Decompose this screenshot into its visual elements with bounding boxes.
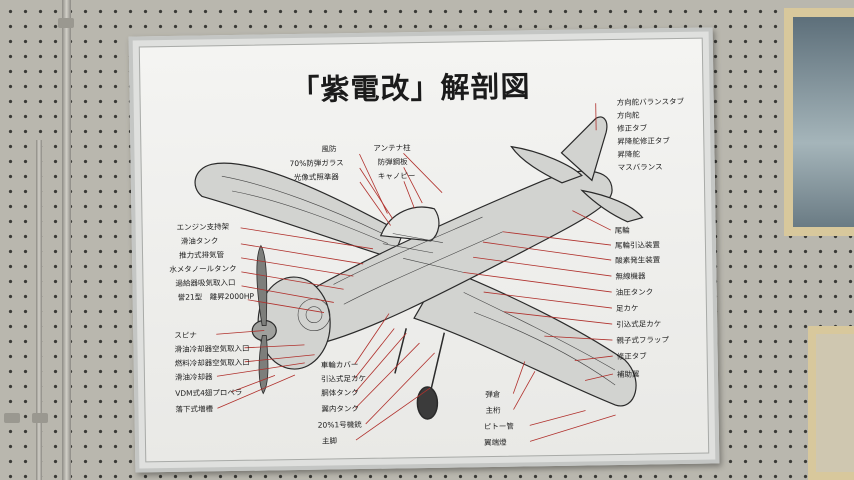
label-trim-tab-right: 修正タブ <box>616 351 647 361</box>
label-tail-wheel-retract: 尾輪引込装置 <box>614 240 661 250</box>
horizontal-stabilizer <box>510 145 583 184</box>
label-retractable-step: 引込式足カケ <box>320 373 367 384</box>
wall-pipe <box>62 0 71 480</box>
label-drop-tank: 落下式増槽 <box>175 404 214 414</box>
label-tail-wheel: 尾輪 <box>614 225 630 236</box>
label-windshield: 風防 <box>321 144 337 154</box>
label-aileron: 補助翼 <box>616 369 640 379</box>
label-oil-cooler: 滑油冷却器 <box>174 372 213 382</box>
label-exhaust: 推力式排気管 <box>178 250 225 260</box>
pipe-bracket <box>58 18 74 28</box>
label-spinner: スピナ <box>174 330 197 340</box>
label-rudder-balance-tab: 方向舵バランスタブ <box>616 96 685 107</box>
label-mass-balance: マスバランス <box>617 162 663 172</box>
label-main-spar: 主桁 <box>485 405 501 416</box>
label-pitot-tube: ピトー管 <box>483 421 514 432</box>
label-step: 足カケ <box>615 303 639 313</box>
label-magazine: 弾倉 <box>485 389 501 400</box>
label-elevator: 昇降舵 <box>617 149 641 159</box>
label-trim-tab: 修正タブ <box>617 123 648 133</box>
label-wing-tank: 翼内タンク <box>321 404 360 414</box>
label-hydraulic-tank: 油圧タンク <box>615 287 654 297</box>
label-wingtip-light: 翼端燈 <box>483 437 507 448</box>
label-bulletproof-glass: 70%防弾ガラス <box>289 158 344 169</box>
framed-picture-lower-right <box>808 326 854 480</box>
pipe-bracket <box>4 413 20 423</box>
main-wheel <box>416 386 439 420</box>
label-gunsight: 光像式照準器 <box>293 172 339 183</box>
aircraft-cutaway-drawing <box>194 103 644 442</box>
label-radio: 無線機器 <box>615 271 646 281</box>
tail-fin <box>560 116 608 182</box>
label-water-methanol-tank: 水メタノールタンク <box>169 263 237 275</box>
label-supercharger-intake: 過給器吸気取入口 <box>175 277 236 288</box>
wall-pipe-thin <box>36 140 42 480</box>
label-antenna-mast: アンテナ柱 <box>373 143 411 153</box>
label-elevator-trim-tab: 昇降舵修正タブ <box>617 136 670 146</box>
propeller-blade <box>256 244 268 326</box>
cutaway-diagram-board: 「紫電改」解剖図 <box>128 27 720 473</box>
label-oxygen-generator: 酸素発生装置 <box>615 255 661 265</box>
label-engine-mount: エンジン支持架 <box>176 222 230 232</box>
label-engine: 誉21型 離昇2000HP <box>177 291 255 302</box>
label-fuselage-tank: 胴体タンク <box>321 388 359 398</box>
label-oil-tank: 滑油タンク <box>180 236 219 246</box>
label-armor-plate: 防弾鋼板 <box>377 157 408 167</box>
label-canopy: キャノピー <box>377 171 416 181</box>
label-fuel-cooler-intake: 燃料冷却器空気取入口 <box>174 357 250 368</box>
label-oil-cooler-intake: 滑油冷却器空気取入口 <box>174 343 250 354</box>
framed-picture-right <box>784 8 854 236</box>
propeller-blade <box>258 335 269 395</box>
label-cannon: 20%1号機銃 <box>317 420 362 430</box>
label-wheel-cover: 車輪カバー <box>320 360 359 370</box>
label-main-gear: 主脚 <box>321 436 338 446</box>
picture-content <box>816 334 854 472</box>
label-retractable-step-right: 引込式足カケ <box>616 319 662 329</box>
picture-content <box>793 17 854 227</box>
label-flap: 親子式フラップ <box>616 335 670 345</box>
left-wing <box>194 162 404 260</box>
horizontal-stabilizer <box>580 189 644 223</box>
canopy <box>379 206 440 242</box>
pipe-bracket <box>32 413 48 423</box>
right-wing <box>413 266 637 407</box>
leader-lines <box>216 103 616 442</box>
board-face: 「紫電改」解剖図 <box>138 37 710 463</box>
label-propeller: VDM式4翅プロペラ <box>175 387 243 398</box>
label-rudder: 方向舵 <box>616 110 640 120</box>
